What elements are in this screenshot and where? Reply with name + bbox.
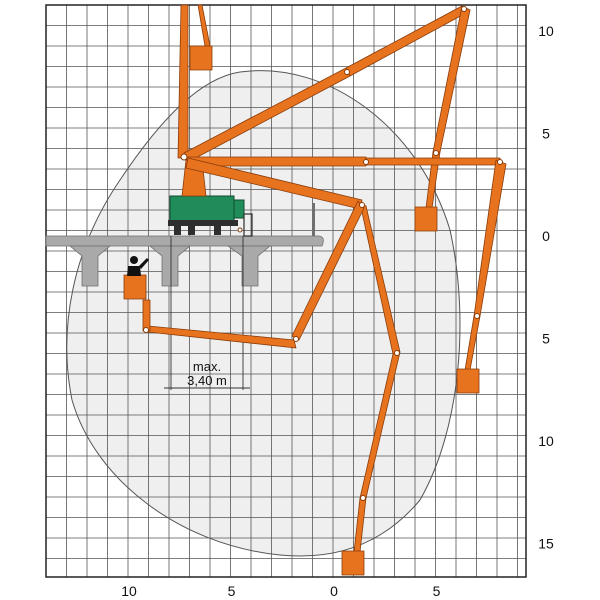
boom-upper-arm-extension	[345, 5, 467, 77]
bridge-pier	[148, 245, 192, 287]
joint	[143, 327, 149, 333]
joint	[359, 202, 365, 208]
vehicle-cab	[233, 199, 245, 219]
joint	[474, 313, 480, 319]
dimension-label-line1: max.	[193, 359, 221, 374]
platform-basket	[189, 45, 213, 71]
clearance-dimension	[164, 236, 250, 390]
right-axis-tick-label: 5	[542, 331, 550, 347]
bridge-deck	[45, 235, 324, 247]
right-axis-tick-label: 5	[542, 126, 550, 142]
platform-basket	[341, 550, 365, 576]
vehicle-body	[169, 195, 235, 223]
boom-vertical	[177, 4, 189, 159]
boom-horizontal-arm-extension	[365, 157, 501, 166]
joint	[360, 495, 366, 501]
operator-head	[130, 256, 138, 264]
operator-arm	[139, 258, 149, 269]
right-axis-tick-label: 10	[538, 23, 554, 39]
boom-under-bridge-riser	[142, 299, 151, 332]
vehicle-wheel	[214, 225, 221, 235]
boom-horizontal-jib	[473, 159, 507, 317]
booms	[123, 4, 507, 576]
vehicle-chassis	[168, 220, 238, 226]
vehicle-wheel	[174, 225, 181, 235]
operator-body	[127, 266, 141, 276]
right-axis-tick-label: 15	[538, 536, 554, 552]
chart-frame	[45, 4, 527, 578]
boom-horizontal-jib-lower	[464, 315, 481, 371]
platform-basket	[414, 206, 438, 232]
joint	[394, 350, 400, 356]
joint	[497, 159, 503, 165]
bridge-railing	[312, 203, 315, 236]
operator-figure	[127, 256, 149, 276]
dimension-label-line2: 3,40 m	[187, 373, 227, 388]
bridge	[45, 203, 324, 287]
vehicle-outrigger	[243, 213, 253, 237]
reach-envelope	[66, 70, 461, 557]
joint	[237, 227, 243, 233]
vehicle	[168, 195, 253, 237]
joint	[363, 159, 369, 165]
joint	[293, 336, 299, 342]
joint	[344, 69, 350, 75]
joint	[461, 6, 467, 12]
right-axis-ticks: 10 5 0 5 10 15	[538, 23, 554, 552]
vehicle-wheel	[188, 225, 195, 235]
platform-basket	[456, 368, 480, 394]
bottom-axis-tick-label: 5	[433, 583, 441, 599]
bridge-pier	[226, 245, 272, 287]
bridge-pier	[68, 245, 112, 287]
joint	[433, 150, 439, 156]
bottom-axis-tick-label: 10	[121, 583, 137, 599]
platform-basket	[123, 274, 147, 300]
bottom-axis-ticks: 10 5 0 5	[121, 583, 440, 599]
bottom-axis-tick-label: 5	[228, 583, 236, 599]
joints	[143, 6, 503, 501]
right-axis-tick-label: 10	[538, 433, 554, 449]
right-axis-tick-label: 0	[542, 228, 550, 244]
joint	[180, 153, 188, 161]
bottom-axis-tick-label: 0	[330, 583, 338, 599]
